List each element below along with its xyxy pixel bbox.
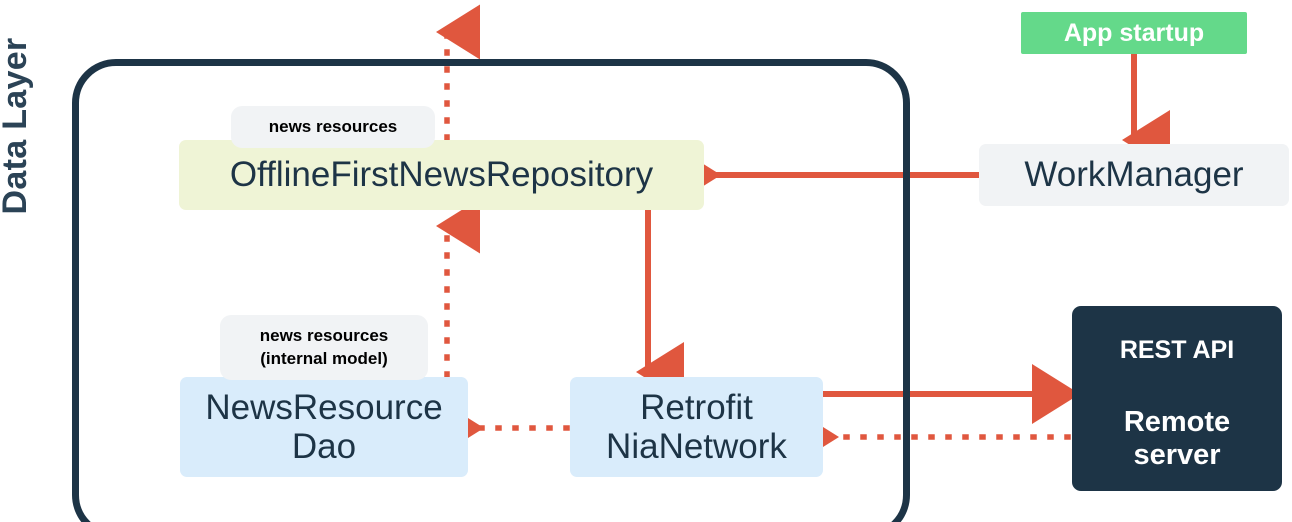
node-repository-label: OfflineFirstNewsRepository: [229, 155, 654, 195]
node-remote-label-line2: server: [1133, 439, 1221, 472]
chip-news-resources-line1: news resources: [268, 116, 398, 136]
node-app-startup-label: App startup: [1063, 19, 1205, 47]
node-workmanager[interactable]: WorkManager: [979, 144, 1289, 206]
node-remote-server[interactable]: REST API Remote server: [1072, 306, 1282, 491]
node-dao-label-line1: NewsResource: [205, 387, 443, 427]
node-news-resource-dao[interactable]: NewsResource Dao: [180, 377, 468, 477]
data-layer-label: Data Layer: [0, 37, 34, 215]
node-retrofit-label-line1: Retrofit: [640, 387, 753, 427]
node-app-startup[interactable]: App startup: [1021, 12, 1247, 54]
chip-internal-line1: news resources: [259, 325, 389, 345]
chip-news-resources-internal-model: news resources (internal model): [220, 315, 428, 380]
chip-internal-line2: (internal model): [260, 348, 388, 368]
node-retrofit-label-line2: NiaNetwork: [606, 427, 787, 466]
node-workmanager-label: WorkManager: [1024, 155, 1244, 195]
node-remote-label-line1: Remote: [1123, 406, 1231, 438]
chip-news-resources: news resources: [231, 106, 435, 148]
node-dao-label-line2: Dao: [291, 427, 357, 466]
node-remote-title: REST API: [1119, 336, 1235, 364]
data-layer-container: [72, 59, 910, 522]
node-offline-first-news-repository[interactable]: OfflineFirstNewsRepository: [179, 140, 704, 210]
node-retrofit-nianetwork[interactable]: Retrofit NiaNetwork: [570, 377, 823, 477]
